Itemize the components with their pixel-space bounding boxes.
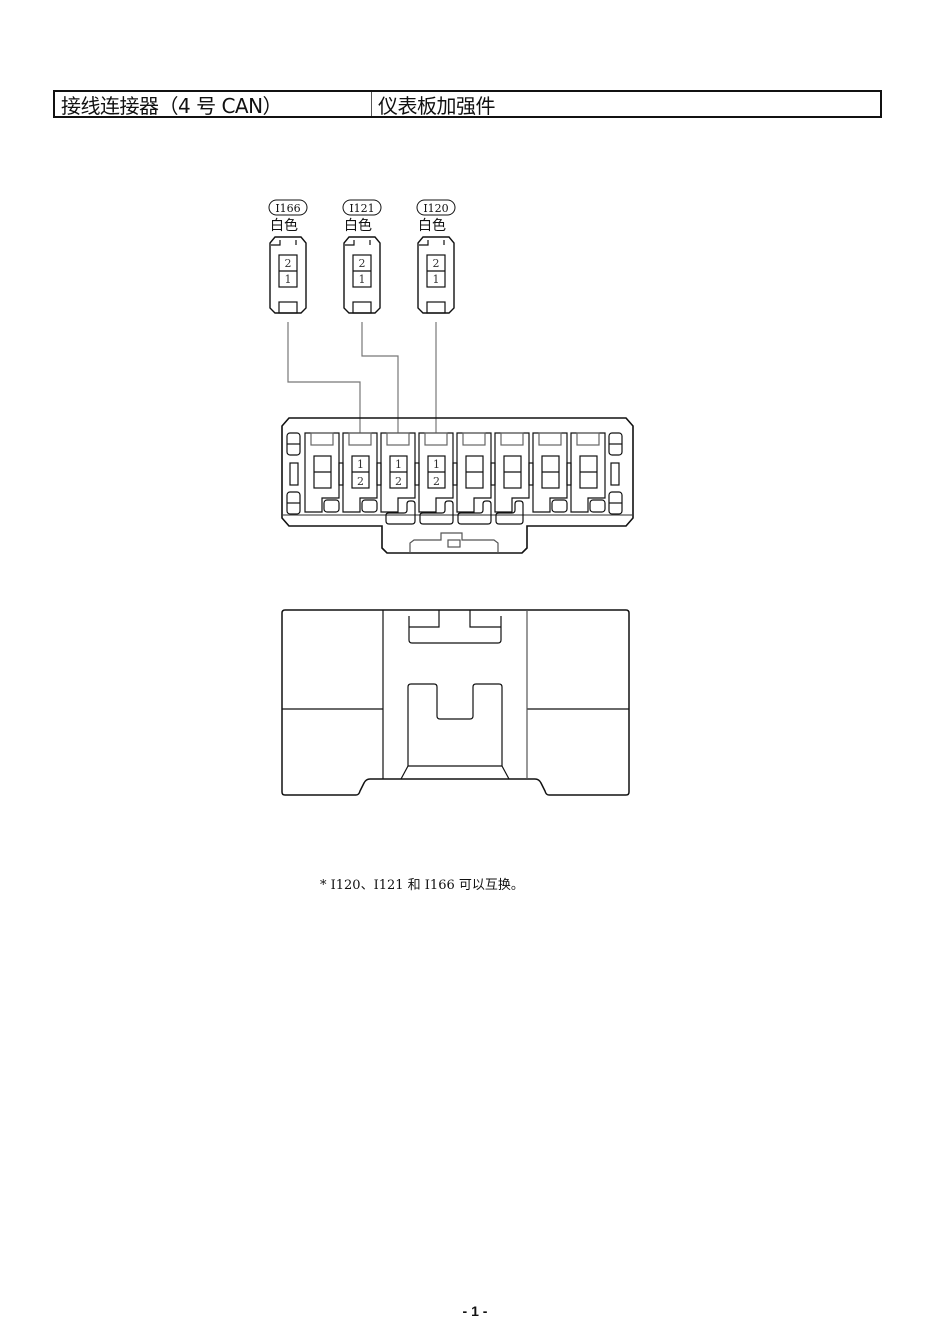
connector-id-label: I121 bbox=[349, 202, 374, 215]
interchangeable-note: * I120、I121 和 I166 可以互换。 bbox=[320, 878, 524, 893]
cavity-3: 1 2 bbox=[380, 432, 420, 525]
page-number: - 1 - bbox=[462, 1303, 488, 1319]
connector-title: 接线连接器（4 号 CAN） bbox=[55, 92, 372, 118]
connector-color-label: 白色 bbox=[270, 217, 298, 234]
cavity-1 bbox=[304, 432, 344, 513]
connector-color-label: 白色 bbox=[344, 217, 372, 234]
cavity-6 bbox=[494, 432, 534, 525]
connector-id-label: I120 bbox=[423, 202, 448, 215]
cavity-5 bbox=[456, 432, 496, 525]
header-table: 接线连接器（4 号 CAN） 仪表板加强件 bbox=[53, 90, 882, 118]
junction-connector-front: 1 2 1 2 1 2 bbox=[281, 417, 634, 554]
cavity-8 bbox=[570, 432, 606, 513]
svg-text:1: 1 bbox=[359, 273, 366, 286]
junction-connector-side bbox=[281, 609, 630, 796]
svg-text:1: 1 bbox=[433, 458, 440, 471]
svg-text:2: 2 bbox=[433, 257, 440, 270]
connector-id-label: I166 bbox=[275, 202, 300, 215]
wires bbox=[287, 322, 437, 433]
svg-text:2: 2 bbox=[433, 475, 440, 488]
connector-I120: I120 白色 2 1 bbox=[416, 199, 456, 314]
location-label: 仪表板加强件 bbox=[378, 93, 496, 118]
svg-text:2: 2 bbox=[359, 257, 366, 270]
cavity-4: 1 2 bbox=[418, 432, 458, 525]
svg-text:2: 2 bbox=[395, 475, 402, 488]
svg-text:2: 2 bbox=[357, 475, 364, 488]
connector-I166: I166 白色 2 1 bbox=[268, 199, 308, 314]
connector-I121: I121 白色 2 1 bbox=[342, 199, 382, 314]
svg-text:2: 2 bbox=[285, 257, 292, 270]
svg-text:1: 1 bbox=[395, 458, 402, 471]
cavity-2: 1 2 bbox=[342, 432, 382, 513]
svg-text:1: 1 bbox=[433, 273, 440, 286]
svg-text:1: 1 bbox=[285, 273, 292, 286]
cavity-7 bbox=[532, 432, 572, 513]
connector-color-label: 白色 bbox=[418, 217, 446, 234]
svg-text:1: 1 bbox=[357, 458, 364, 471]
